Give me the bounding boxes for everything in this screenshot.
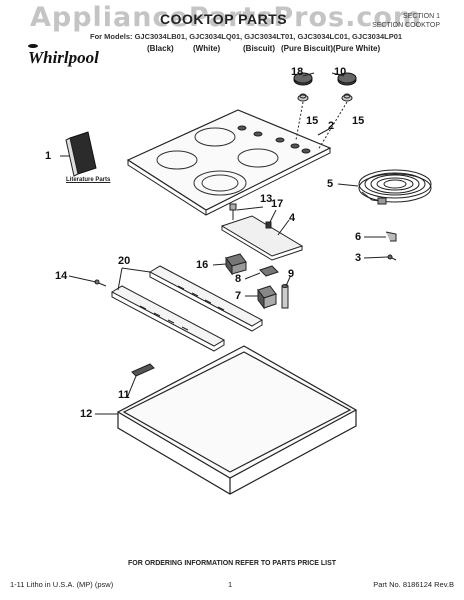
- clip-11: [131, 363, 155, 377]
- ordering-note: FOR ORDERING INFORMATION REFER TO PARTS …: [127, 560, 337, 567]
- screw-3: [387, 254, 397, 261]
- callout-18: 18: [291, 66, 304, 78]
- callout-7: 7: [235, 290, 242, 302]
- callout-1: 1: [45, 150, 52, 162]
- support-rail-upper: [148, 265, 264, 332]
- brand-swirl: [28, 44, 38, 48]
- callout-14: 14: [55, 270, 68, 282]
- callout-5: 5: [327, 178, 334, 190]
- control-7: [257, 285, 277, 310]
- watermark: AppliancePartsPros.com: [30, 2, 423, 33]
- literature-booklet: [65, 131, 97, 177]
- bracket-6: [385, 231, 397, 242]
- callout-15-left: 15: [306, 115, 319, 127]
- section-ref-line-2: SECTION COOKTOP: [372, 22, 440, 29]
- color-pure-white: (Pure White): [333, 44, 381, 53]
- callout-15-right: 15: [352, 115, 365, 127]
- callout-8: 8: [235, 273, 242, 285]
- page-number: 1: [228, 580, 233, 589]
- color-black: (Black): [147, 44, 174, 53]
- callout-2: 2: [328, 120, 335, 132]
- part-number: Part No. 8186124 Rev.B: [373, 580, 454, 589]
- callout-3: 3: [355, 252, 362, 264]
- page-title: COOKTOP PARTS: [160, 11, 288, 27]
- section-ref-line-1: SECTION 1: [403, 13, 440, 20]
- control-bracket-4: [220, 215, 304, 261]
- callout-17: 17: [271, 198, 284, 210]
- cooktop-glass: [126, 109, 332, 216]
- knob-spring-right: [341, 93, 353, 102]
- callout-10: 10: [334, 66, 347, 78]
- indicator-9: [281, 284, 289, 309]
- section-reference: SECTION 1 SECTION COOKTOP: [372, 12, 440, 30]
- callout-11: 11: [118, 389, 130, 401]
- color-biscuit: (Biscuit): [243, 44, 275, 53]
- screw-14: [94, 279, 107, 287]
- knob-18: [293, 72, 313, 86]
- cooktop-box-12: [116, 345, 358, 495]
- callout-12: 12: [80, 408, 93, 420]
- litho-info: 1-11 Litho in U.S.A. (MP) (psw): [10, 580, 114, 589]
- callout-9: 9: [288, 268, 295, 280]
- callout-16: 16: [196, 259, 209, 271]
- callout-20: 20: [118, 255, 131, 267]
- callout-13: 13: [260, 193, 273, 205]
- color-list: (Black) (White) (Biscuit) (Pure Biscuit)…: [0, 44, 464, 56]
- brand-logo: Whirlpool: [28, 48, 99, 67]
- surface-element-coil: [358, 169, 432, 205]
- literature-parts-label: Literature Parts: [66, 177, 111, 183]
- model-list: For Models: GJC3034LB01, GJC3034LQ01, GJ…: [90, 32, 403, 41]
- callout-6: 6: [355, 231, 362, 243]
- knob-spring-left: [297, 93, 309, 102]
- callout-4: 4: [289, 212, 296, 224]
- color-white: (White): [193, 44, 221, 53]
- screw-13: [229, 203, 237, 220]
- infinite-switch-8: [259, 265, 279, 277]
- switch-16: [225, 253, 247, 276]
- color-pure-biscuit: (Pure Biscuit): [281, 44, 334, 53]
